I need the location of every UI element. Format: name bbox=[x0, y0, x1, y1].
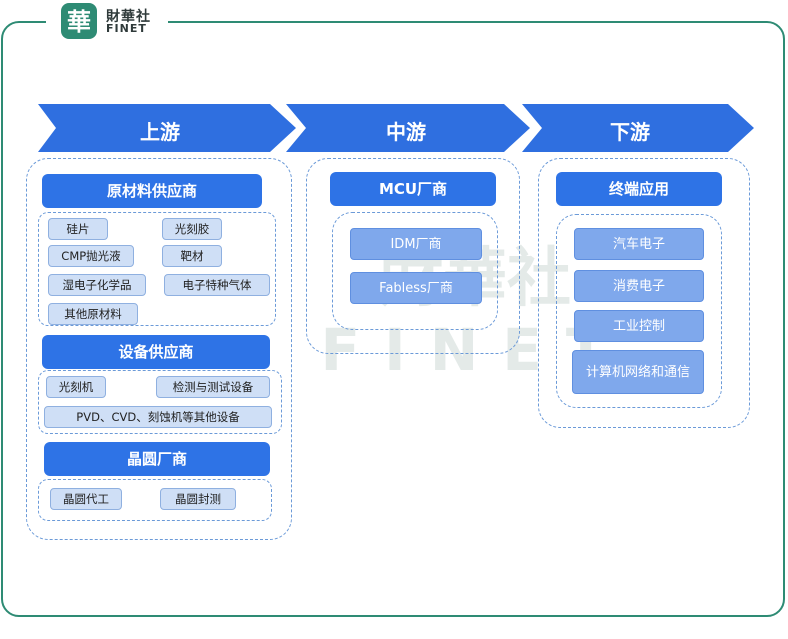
material-item: 湿电子化学品 bbox=[48, 274, 146, 296]
logo-name-cn: 財華社 bbox=[106, 9, 151, 25]
equipment-group bbox=[38, 370, 282, 434]
application-item: 计算机网络和通信 bbox=[572, 350, 704, 394]
wafer-group bbox=[38, 479, 272, 521]
watermark-en: FINET bbox=[321, 316, 630, 384]
mcu-group bbox=[332, 212, 498, 330]
stage-arrow-downstream bbox=[522, 104, 754, 152]
stage-arrow-midstream bbox=[286, 104, 530, 152]
downstream-container bbox=[538, 158, 750, 428]
equipment-item: 光刻机 bbox=[46, 376, 106, 398]
material-item: 其他原材料 bbox=[48, 303, 138, 325]
stage-label-upstream: 上游 bbox=[140, 120, 180, 144]
equipment-item: 检测与测试设备 bbox=[156, 376, 270, 398]
material-item: 硅片 bbox=[48, 218, 108, 240]
equipment-item: PVD、CVD、刻蚀机等其他设备 bbox=[44, 406, 272, 428]
application-group bbox=[556, 214, 722, 408]
outer-frame bbox=[1, 21, 785, 617]
wafer-item: 晶圆代工 bbox=[50, 488, 122, 510]
wafer-item: 晶圆封测 bbox=[160, 488, 236, 510]
materials-header: 原材料供应商 bbox=[42, 174, 262, 208]
midstream-container bbox=[306, 158, 520, 354]
mcu-item-fabless: Fabless厂商 bbox=[350, 272, 482, 304]
upstream-container bbox=[26, 158, 292, 540]
finet-logo-seal: 華 bbox=[61, 3, 97, 39]
application-item: 消费电子 bbox=[574, 270, 704, 302]
stage-arrow-upstream bbox=[38, 104, 296, 152]
mcu-header: MCU厂商 bbox=[330, 172, 496, 206]
application-item: 汽车电子 bbox=[574, 228, 704, 260]
mcu-item-idm: IDM厂商 bbox=[350, 228, 482, 260]
wafer-header: 晶圆厂商 bbox=[44, 442, 270, 476]
stage-label-midstream: 中游 bbox=[386, 120, 426, 144]
material-item: 电子特种气体 bbox=[164, 274, 270, 296]
application-header: 终端应用 bbox=[556, 172, 722, 206]
materials-group bbox=[38, 212, 276, 326]
stage-label-downstream: 下游 bbox=[610, 120, 650, 144]
application-item: 工业控制 bbox=[574, 310, 704, 342]
material-item: 靶材 bbox=[162, 245, 222, 267]
material-item: 光刻胶 bbox=[162, 218, 222, 240]
material-item: CMP抛光液 bbox=[48, 245, 134, 267]
equipment-header: 设备供应商 bbox=[42, 335, 270, 369]
logo-seal-char: 華 bbox=[67, 7, 91, 36]
logo-name-en: FINET bbox=[106, 22, 147, 35]
